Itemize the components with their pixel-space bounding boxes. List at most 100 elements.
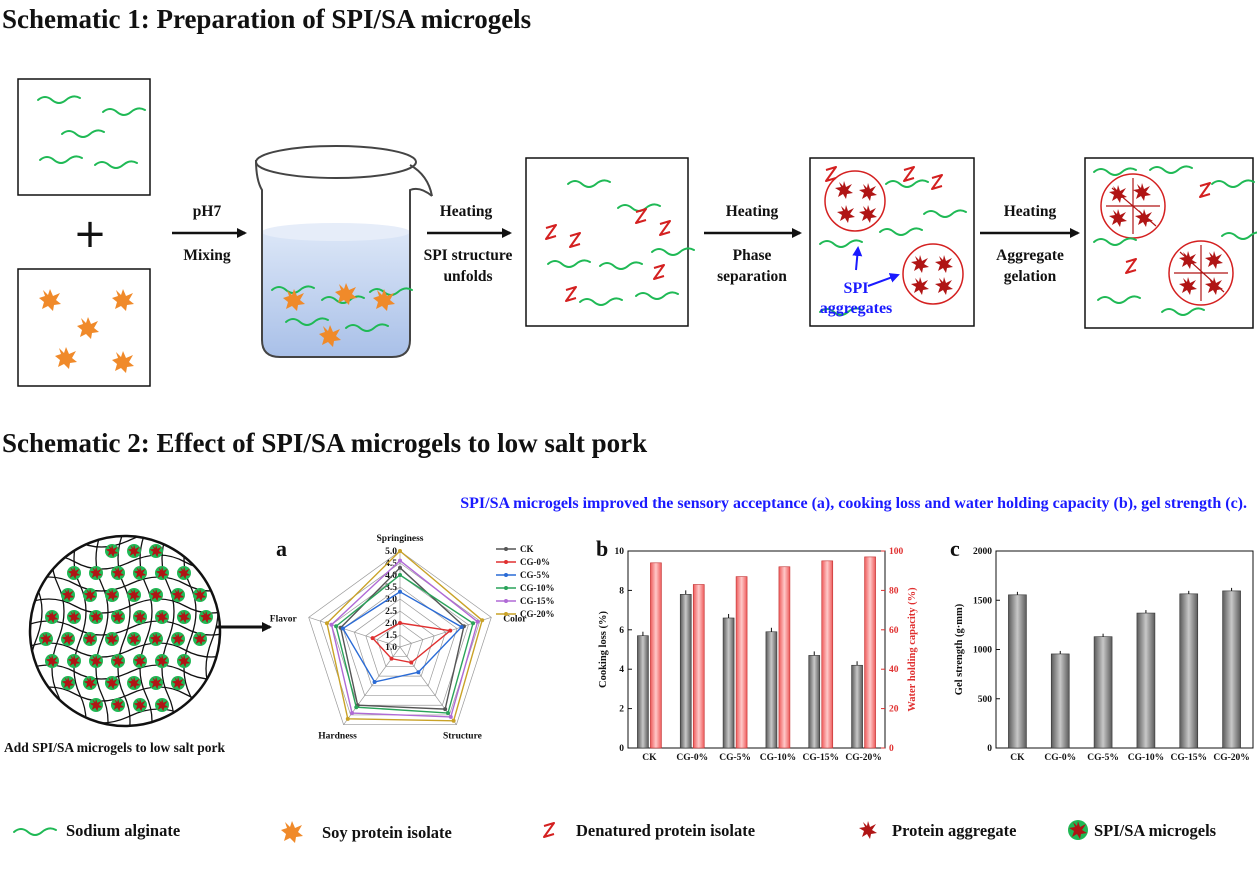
radar-point: [345, 716, 350, 721]
radar-point: [389, 656, 394, 661]
radar-tick-label: 2.0: [385, 619, 397, 629]
microgel-particle: [171, 588, 185, 602]
microgel-particle: [89, 566, 103, 580]
microgel-particle: [61, 588, 75, 602]
radar-point: [354, 705, 359, 710]
radar-point: [398, 589, 402, 594]
radar-tick-label: 3.5: [385, 583, 397, 593]
legend-alginate-label: Sodium alginate: [66, 821, 180, 840]
bar-gel-strength: [1179, 593, 1199, 749]
x-tick-label: CG-10%: [1128, 753, 1164, 763]
radar-series-line: [326, 550, 483, 722]
legend-alginate-icon: [13, 827, 57, 836]
x-tick-label: CG-0%: [676, 753, 708, 763]
panel-a-letter: a: [276, 536, 287, 561]
radar-point: [448, 628, 453, 633]
y-tick-label: 500: [978, 695, 993, 705]
radar-series-line: [330, 559, 479, 718]
radar-tick-label: 3.0: [385, 595, 397, 605]
radar-point: [409, 660, 414, 665]
bar-cooking-loss: [765, 631, 778, 749]
legend-spi-label: Soy protein isolate: [322, 823, 452, 842]
legend-microgel-label: SPI/SA microgels: [1094, 821, 1217, 840]
radar-point: [350, 711, 355, 716]
y2-tick-label: 60: [889, 626, 899, 636]
schematic2-title: Schematic 2: Effect of SPI/SA microgels …: [2, 428, 647, 458]
microgel-particle: [177, 654, 191, 668]
radar-spoke: [308, 617, 401, 648]
radar-grid-ring: [388, 634, 412, 658]
radar-legend-marker: [504, 573, 508, 577]
radar-series-line: [371, 622, 452, 664]
mesh-line: [30, 642, 220, 658]
y-tick-label: 0: [987, 744, 992, 754]
x-tick-label: CG-15%: [1171, 753, 1207, 763]
bar-cooking-loss: [637, 635, 649, 749]
radar-legend-marker: [504, 599, 508, 603]
plot-frame: [995, 550, 1254, 749]
y2-tick-label: 80: [889, 586, 899, 596]
phase-separation-box: [809, 157, 975, 327]
radar-legend-label: CG-0%: [520, 557, 550, 567]
x-tick-label: CK: [642, 753, 657, 763]
step2-top: Heating: [440, 203, 493, 220]
radar-point: [448, 714, 453, 719]
microgel-particle: [67, 610, 81, 624]
microgel-particle: [83, 676, 97, 690]
radar-tick-label: 4.5: [385, 559, 397, 569]
bar-cooking-loss: [808, 655, 821, 749]
microgel-particle: [193, 588, 207, 602]
microgel-particle: [193, 632, 207, 646]
microgel-particle: [83, 632, 97, 646]
radar-point: [480, 618, 485, 623]
radar-axis-label: Hardness: [318, 732, 357, 742]
radar-point: [370, 636, 375, 641]
radar-point: [471, 621, 476, 626]
radar-point: [398, 558, 402, 563]
step1-bottom: Mixing: [183, 247, 231, 264]
bar-water-holding: [692, 584, 705, 749]
mesh-line: [30, 664, 220, 680]
microgel-particle: [127, 632, 141, 646]
bottom-legend: Sodium alginate Soy protein isolate Dena…: [13, 820, 1217, 843]
bar-water-holding: [650, 562, 662, 749]
radar-grid-ring: [308, 550, 492, 726]
microgel-particle: [39, 632, 53, 646]
microgel-particle: [127, 544, 141, 558]
step2-line2: SPI structure: [424, 247, 513, 264]
step3-line3: separation: [717, 268, 787, 285]
circle-caption: Add SPI/SA microgels to low salt pork: [4, 740, 226, 755]
step3-top: Heating: [726, 203, 779, 220]
radar-tick-label: 2.5: [385, 607, 397, 617]
unfolded-box: [525, 157, 695, 327]
radar-legend-label: CG-5%: [520, 570, 550, 580]
aggregate-pointer-2: [867, 273, 900, 287]
bar-water-holding: [821, 560, 834, 749]
aggregates-label-2: aggregates: [820, 300, 893, 317]
microgel-particle: [111, 566, 125, 580]
panel-c-letter: c: [950, 536, 960, 561]
step4-top: Heating: [1004, 203, 1057, 220]
radar-point: [340, 626, 345, 631]
microgel-particle: [155, 654, 169, 668]
radar-chart: 1.01.52.02.53.03.54.04.55.0SpringinessCo…: [270, 534, 555, 742]
aggregate-pointer-1: [852, 246, 863, 271]
y-tick-label: 2: [619, 705, 624, 715]
radar-tick-label: 1.0: [385, 643, 397, 653]
microgel-particle: [111, 610, 125, 624]
microgel-particle: [155, 698, 169, 712]
microgel-particle: [171, 632, 185, 646]
bar-cooking-loss: [851, 664, 863, 749]
pork-microgel-circle: [28, 534, 222, 728]
y-tick-label: 8: [619, 586, 624, 596]
radar-point: [475, 619, 480, 624]
radar-legend-marker: [504, 547, 508, 551]
microgel-particle: [105, 544, 119, 558]
radar-legend-label: CK: [520, 544, 534, 554]
x-tick-label: CG-15%: [803, 753, 839, 763]
radar-point: [324, 621, 329, 626]
radar-legend-label: CG-20%: [520, 609, 555, 619]
microgel-particle: [149, 588, 163, 602]
